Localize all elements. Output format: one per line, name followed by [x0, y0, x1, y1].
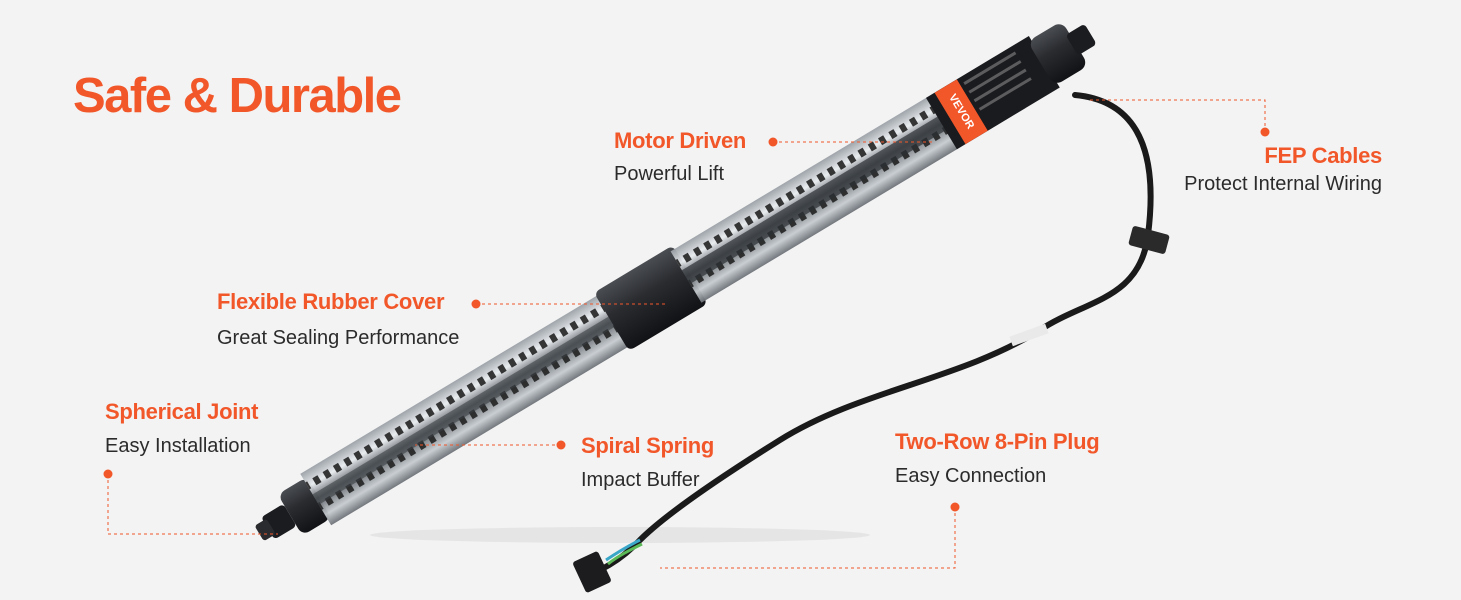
brand-label [934, 79, 988, 145]
callout-spiral-spring: Spiral Spring Impact Buffer [581, 433, 714, 492]
gas-strut: VEVOR [255, 24, 1096, 541]
callout-motor-driven: Motor Driven Powerful Lift [614, 128, 746, 186]
leader-lines [107, 99, 1266, 569]
callout-title: FEP Cables [1264, 143, 1382, 168]
page-title: Safe & Durable [73, 69, 402, 123]
callout-fep-cables: FEP Cables Protect Internal Wiring [1170, 143, 1382, 196]
callout-subtitle: Great Sealing Performance [217, 327, 460, 349]
callout-rubber-cover: Flexible Rubber Cover Great Sealing Perf… [217, 289, 459, 350]
floor-shadow [370, 527, 870, 543]
callout-subtitle: Easy Installation [105, 435, 251, 457]
callout-title: Motor Driven [614, 128, 747, 153]
callout-title: Spiral Spring [581, 433, 715, 458]
callout-title: Spherical Joint [105, 399, 259, 424]
callout-pin-plug: Two-Row 8-Pin Plug Easy Connection [895, 429, 1100, 488]
callout-spherical-joint: Spherical Joint Easy Installation [105, 399, 259, 458]
callout-subtitle: Powerful Lift [614, 163, 725, 185]
callout-title: Flexible Rubber Cover [217, 289, 445, 314]
leader-dots [103, 127, 1270, 512]
callout-subtitle: Impact Buffer [581, 469, 700, 491]
callout-subtitle: Protect Internal Wiring [1184, 173, 1382, 195]
rubber-cover [596, 247, 706, 349]
pin-plug [573, 551, 611, 593]
callout-title: Two-Row 8-Pin Plug [895, 429, 1100, 454]
callout-subtitle: Easy Connection [895, 465, 1047, 487]
fep-cable [597, 92, 1154, 573]
